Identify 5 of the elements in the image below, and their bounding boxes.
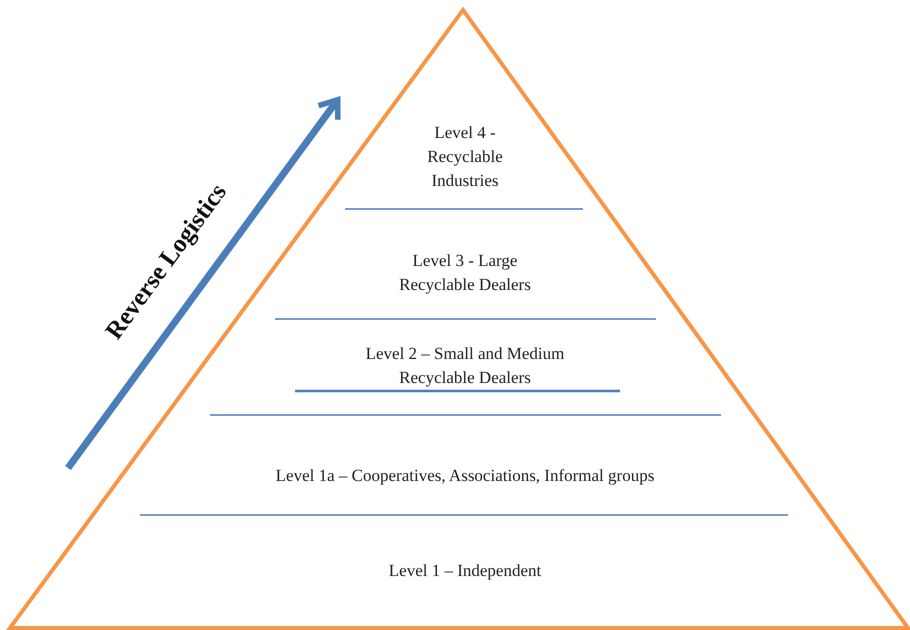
level-text: Level 3 - Large Recyclable Dealers xyxy=(380,249,550,297)
level-text: Level 1a – Cooperatives, Associations, Informal groups xyxy=(195,464,735,488)
level-text: Level 4 - Recyclable Industries xyxy=(405,121,525,193)
level-text: Level 2 – Small and Medium Recyclable Dealers xyxy=(335,342,595,390)
level-text: Level 1 – Independent xyxy=(315,559,615,583)
